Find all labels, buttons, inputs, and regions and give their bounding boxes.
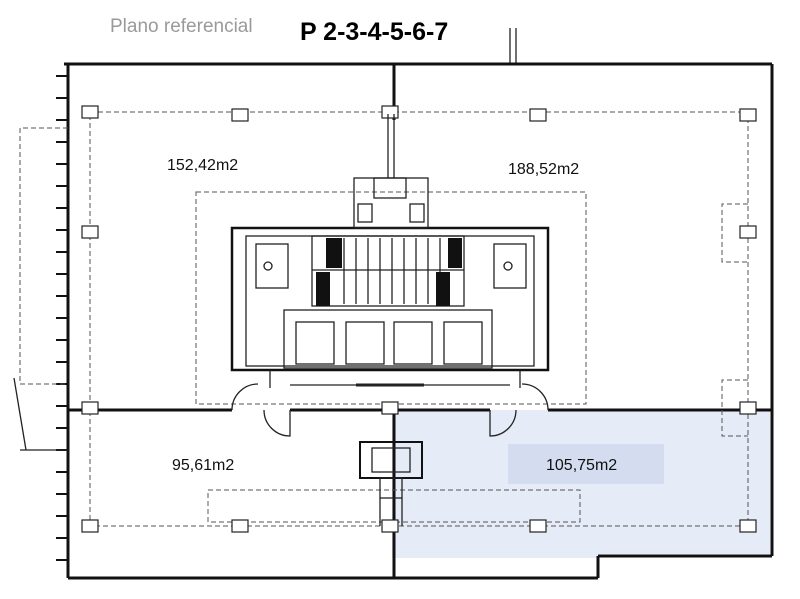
column bbox=[381, 401, 399, 415]
column bbox=[529, 519, 547, 533]
building-core bbox=[230, 114, 550, 388]
column bbox=[381, 105, 399, 119]
floor-title: P 2-3-4-5-6-7 bbox=[300, 18, 448, 46]
column bbox=[739, 401, 757, 415]
highlight-label-background bbox=[508, 444, 664, 484]
column bbox=[231, 519, 249, 533]
column bbox=[739, 519, 757, 533]
service-shaft-south bbox=[359, 441, 423, 526]
column bbox=[81, 225, 99, 239]
column bbox=[381, 519, 399, 533]
column bbox=[739, 225, 757, 239]
facade-mullions bbox=[56, 75, 68, 561]
area-label-se[interactable]: 105,75m2 bbox=[546, 457, 617, 474]
column bbox=[739, 108, 757, 122]
area-label-nw[interactable]: 152,42m2 bbox=[167, 157, 238, 174]
reference-label: Plano referencial bbox=[110, 16, 253, 37]
column bbox=[81, 105, 99, 119]
column bbox=[81, 401, 99, 415]
balcony-outline bbox=[13, 127, 68, 451]
area-label-ne[interactable]: 188,52m2 bbox=[508, 161, 579, 178]
structural-columns bbox=[81, 105, 757, 533]
column bbox=[81, 519, 99, 533]
stair-treads bbox=[312, 238, 464, 304]
door-swings bbox=[231, 383, 549, 437]
column bbox=[231, 108, 249, 122]
area-label-sw[interactable]: 95,61m2 bbox=[172, 457, 234, 474]
outer-walls bbox=[64, 62, 774, 580]
column bbox=[529, 108, 547, 122]
